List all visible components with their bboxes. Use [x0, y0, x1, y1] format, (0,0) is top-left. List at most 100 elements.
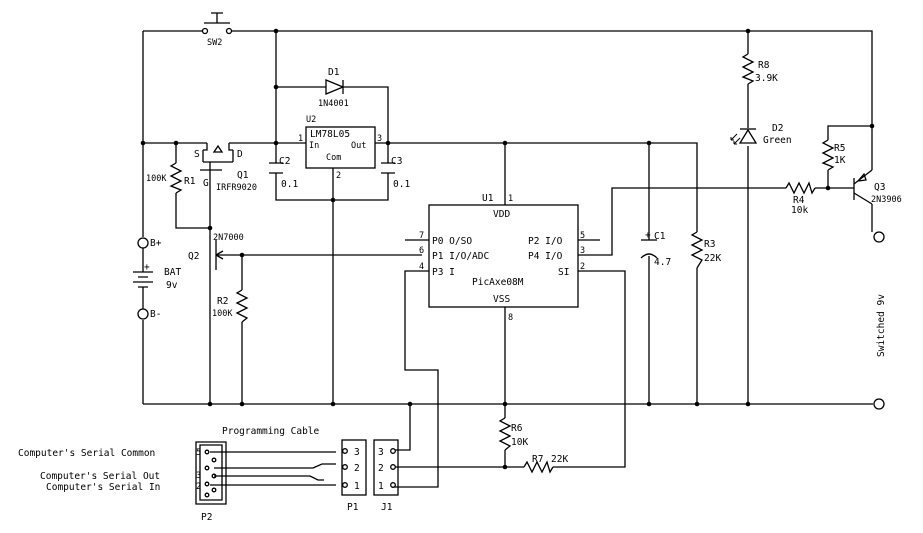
- d2-color: Green: [763, 135, 792, 146]
- c1-plus: +: [645, 230, 651, 241]
- j1-pin-2: 1: [378, 481, 384, 492]
- q1-part: IRFR9020: [216, 183, 257, 193]
- r8-ref: R8: [758, 60, 770, 71]
- r5-value: 1K: [834, 155, 846, 166]
- u2-part: LM78L05: [310, 129, 350, 140]
- q2-ref: Q2: [188, 251, 199, 262]
- regulator-u2: U2 LM78L05 In Out Com 1 3 2: [298, 115, 382, 181]
- p1-pin-2: 1: [354, 481, 360, 492]
- c1-ref: C1: [654, 231, 666, 242]
- wire-pin4: [392, 270, 439, 488]
- battery-plus-sign: +: [144, 262, 150, 273]
- resistor-r2: R2 100K: [212, 289, 249, 323]
- u1-right-pin-num-1: 3: [580, 246, 585, 256]
- wire-d1-loop: [276, 86, 389, 143]
- r1-value: 100K: [146, 174, 167, 184]
- u2-pin-out: Out: [351, 141, 366, 151]
- connector-p1: 3 2 1 P1: [341, 439, 367, 513]
- resistor-r3: R3 22K: [690, 231, 721, 269]
- u1-pin1: 1: [508, 194, 513, 204]
- connector-p2: 5 3 2 P2: [195, 441, 227, 523]
- mosfet-q2: 2N7000 Q2: [188, 233, 244, 270]
- q1-ref: Q1: [237, 170, 249, 181]
- output-terminal-top: [873, 231, 885, 243]
- u1-vdd: VDD: [493, 209, 510, 220]
- wire-pin3: [578, 187, 786, 256]
- p1-pin-0: 3: [354, 447, 360, 458]
- capacitor-c3: C3 0.1: [381, 156, 410, 190]
- led-d2: D2 Green: [730, 123, 792, 146]
- r2-value: 100K: [212, 309, 233, 319]
- output-terminal-bottom: [873, 398, 885, 410]
- u2-pin-in: In: [309, 141, 319, 151]
- wire-r5: [827, 125, 873, 188]
- mosfet-q1: S D G Q1 IRFR9020: [194, 143, 257, 193]
- wire-c2: [275, 143, 389, 201]
- j1-pin-0: 3: [378, 447, 384, 458]
- serial-out-label: Computer's Serial Out: [40, 471, 160, 482]
- wire-j1-pin3: [392, 404, 411, 451]
- r4-value: 10k: [791, 205, 808, 216]
- u2-pin2: 2: [336, 171, 341, 181]
- wire-top: [143, 30, 873, 126]
- p1-ref: P1: [347, 502, 359, 513]
- r3-ref: R3: [704, 239, 715, 250]
- switch-sw2: SW2: [201, 12, 233, 48]
- u1-left-pin-num-0: 7: [419, 231, 424, 241]
- connector-j1: 3 2 1 J1: [373, 439, 399, 513]
- serial-in-label: Computer's Serial In: [46, 482, 160, 493]
- u2-pin-com: Com: [326, 153, 341, 163]
- r8-value: 3.9K: [755, 73, 778, 84]
- j1-pin-1: 2: [378, 463, 384, 474]
- r3-value: 22K: [704, 253, 721, 264]
- c2-value: 0.1: [281, 179, 298, 190]
- resistor-r7: R7 22K: [523, 454, 568, 474]
- r7-ref: R7: [532, 454, 543, 465]
- p2-pin-2: 2: [196, 482, 201, 492]
- capacitor-c2: C2 0.1: [269, 156, 298, 190]
- sw2-ref: SW2: [207, 38, 222, 48]
- r2-ref: R2: [217, 296, 228, 307]
- u1-right-pin-label-2: SI: [558, 267, 569, 278]
- mcu-u1: U1 1 VDD PicAxe08M VSS 8 7 P0 O/SO 6 P1 …: [419, 193, 585, 323]
- u2-pin1: 1: [298, 134, 303, 144]
- cable-title: Programming Cable: [222, 426, 320, 437]
- j1-ref: J1: [381, 502, 393, 513]
- u1-left-pin-num-1: 6: [419, 246, 424, 256]
- c3-value: 0.1: [393, 179, 410, 190]
- wire-pin2: [553, 270, 626, 468]
- u1-right-pin-label-0: P2 I/O: [528, 236, 563, 247]
- battery-plus-label: B+: [150, 238, 162, 249]
- u2-ref: U2: [306, 115, 316, 125]
- q1-g: G: [203, 178, 209, 189]
- serial-common-label: Computer's Serial Common: [18, 448, 155, 459]
- output-label: Switched 9v: [876, 294, 887, 357]
- u1-right-pin-label-1: P4 I/O: [528, 251, 563, 262]
- u1-left-pin-label-2: P3 I: [432, 267, 455, 278]
- p1-pin-1: 2: [354, 463, 360, 474]
- u1-vss: VSS: [493, 294, 510, 305]
- d1-ref: D1: [328, 67, 340, 78]
- wire-r1: [175, 143, 210, 229]
- battery-bat: B+ + BAT 9v B-: [133, 237, 181, 320]
- c3-ref: C3: [391, 156, 402, 167]
- diode-d1: D1 1N4001: [318, 67, 349, 109]
- r6-value: 10K: [511, 437, 528, 448]
- resistor-r5: R5 1K: [821, 139, 846, 171]
- d1-part: 1N4001: [318, 99, 349, 109]
- resistor-r4: R4 10k: [785, 181, 816, 216]
- p2-pin-1: 3: [196, 471, 201, 481]
- c2-ref: C2: [279, 156, 290, 167]
- u1-part: PicAxe08M: [472, 277, 524, 288]
- q2-part: 2N7000: [213, 233, 244, 243]
- r4-ref: R4: [793, 195, 805, 206]
- u1-ref: U1: [482, 193, 494, 204]
- r1-ref: R1: [184, 176, 196, 187]
- q1-s: S: [194, 149, 200, 160]
- u1-left-pin-label-1: P1 I/O/ADC: [432, 251, 489, 262]
- junction-dots: [140, 28, 875, 470]
- battery-ref: BAT: [164, 267, 181, 278]
- battery-plus-terminal: [137, 237, 149, 249]
- p2-pin-0: 5: [196, 448, 201, 458]
